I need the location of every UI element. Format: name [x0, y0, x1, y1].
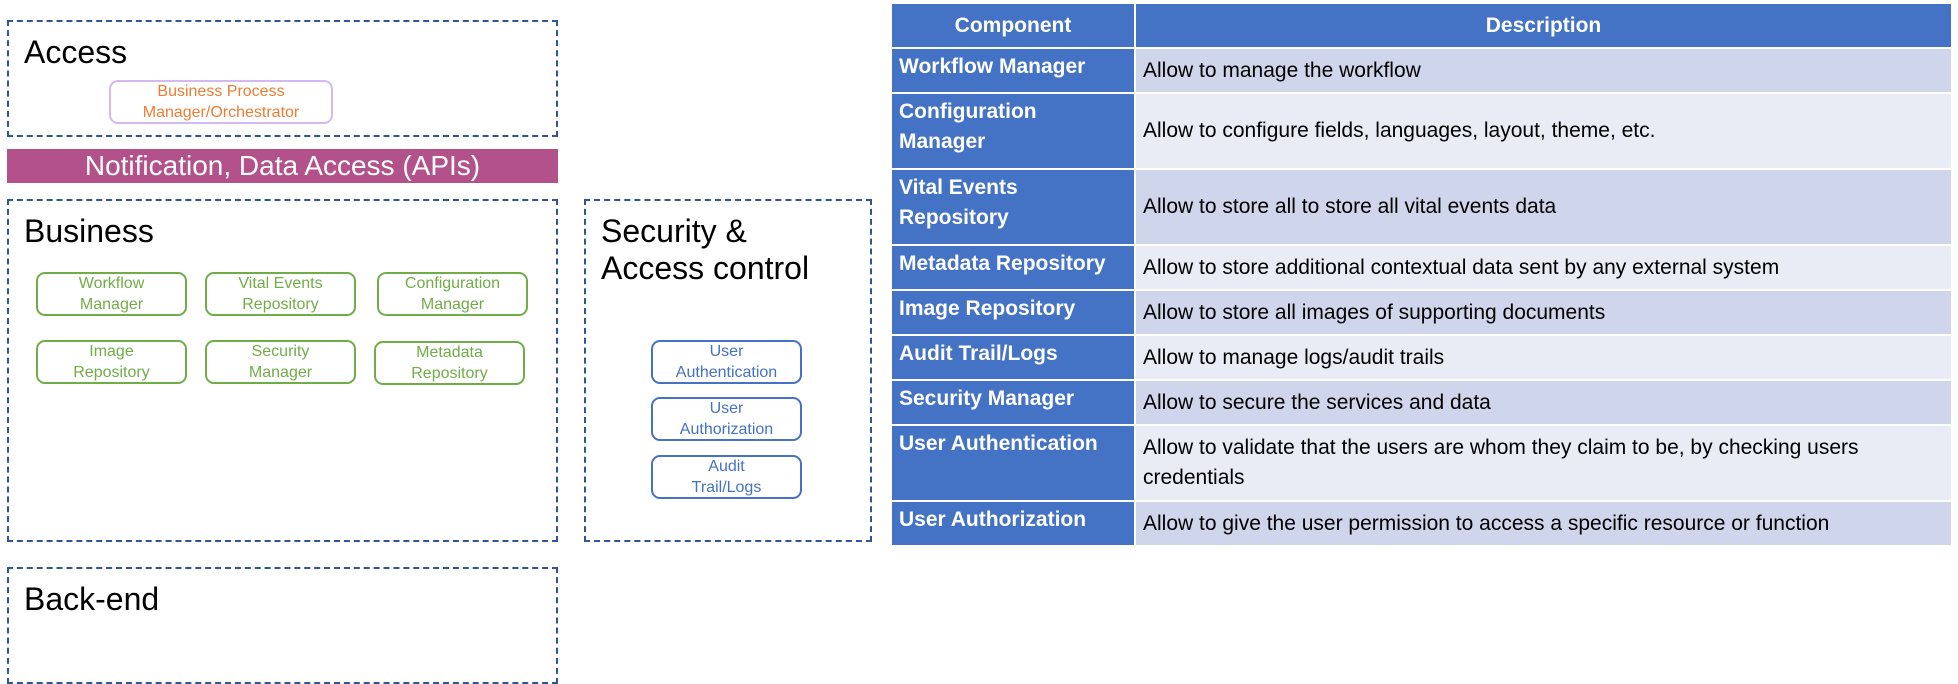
description-cell: Allow to secure the services and data: [1134, 379, 1953, 426]
description-cell: Allow to manage logs/audit trails: [1134, 334, 1953, 381]
component-line1: Workflow: [78, 275, 145, 292]
component-cell: Security Manager: [890, 379, 1136, 426]
description-cell: Allow to validate that the users are who…: [1134, 424, 1953, 502]
business-layer-title: Business: [24, 213, 154, 249]
table-row: Image Repository Allow to store all imag…: [890, 289, 1953, 336]
component-description-table: Component Description Workflow Manager A…: [890, 2, 1953, 547]
component-cell: Audit Trail/Logs: [890, 334, 1136, 381]
component-line2: Repository: [73, 364, 150, 381]
access-layer: Access Business Process Manager/Orchestr…: [7, 20, 558, 137]
component-line1: Metadata: [416, 344, 483, 361]
security-layer-title: Security & Access control: [601, 213, 809, 287]
component-line1: Vital Events: [238, 275, 323, 292]
table-row: User Authentication Allow to validate th…: [890, 424, 1953, 502]
component-line1: User: [709, 400, 744, 417]
component-line2: Repository: [411, 365, 488, 382]
component-line2: Manager: [248, 364, 313, 381]
component-line1: User: [709, 343, 744, 360]
component-cell: Metadata Repository: [890, 244, 1136, 291]
table-row: Vital Events Repository Allow to store a…: [890, 168, 1953, 246]
table-row: User Authorization Allow to give the use…: [890, 500, 1953, 547]
header-description: Description: [1134, 2, 1953, 49]
description-cell: Allow to store additional contextual dat…: [1134, 244, 1953, 291]
description-cell: Allow to store all images of supporting …: [1134, 289, 1953, 336]
backend-layer: Back-end: [7, 567, 558, 684]
business-process-manager-box: Business Process Manager/Orchestrator: [109, 80, 333, 124]
component-cell: Image Repository: [890, 289, 1136, 336]
component-cell: User Authentication: [890, 424, 1136, 502]
component-cell: Workflow Manager: [890, 47, 1136, 94]
description-cell: Allow to store all to store all vital ev…: [1134, 168, 1953, 246]
table-row: Security Manager Allow to secure the ser…: [890, 379, 1953, 426]
component-line2: Manager: [420, 296, 485, 313]
bpm-label-line2: Manager/Orchestrator: [142, 104, 300, 121]
component-line2: Authorization: [679, 421, 774, 438]
component-line2: Authentication: [675, 364, 778, 381]
backend-layer-title: Back-end: [24, 581, 160, 617]
component-cell: User Authorization: [890, 500, 1136, 547]
table-row: Metadata Repository Allow to store addit…: [890, 244, 1953, 291]
table-row: Workflow Manager Allow to manage the wor…: [890, 47, 1953, 94]
security-title-line2: Access control: [601, 249, 810, 286]
description-cell: Allow to configure fields, languages, la…: [1134, 92, 1953, 170]
access-layer-title: Access: [24, 34, 128, 70]
component-line1: Image: [89, 343, 134, 360]
component-cell: Vital Events Repository: [890, 168, 1136, 246]
component-line2: Trail/Logs: [691, 479, 762, 496]
component-line2: Repository: [242, 296, 319, 313]
api-bar: Notification, Data Access (APIs): [7, 149, 558, 183]
component-line1: Security: [251, 343, 310, 360]
component-cell: Configuration Manager: [890, 92, 1136, 170]
header-component: Component: [890, 2, 1136, 49]
bpm-label-line1: Business Process: [157, 83, 285, 100]
table-row: Configuration Manager Allow to configure…: [890, 92, 1953, 170]
description-cell: Allow to manage the workflow: [1134, 47, 1953, 94]
security-title-line1: Security &: [601, 213, 747, 249]
component-line1: Audit: [708, 458, 745, 475]
component-line2: Manager: [79, 296, 144, 313]
table-header-row: Component Description: [890, 2, 1953, 49]
component-line1: Configuration: [404, 275, 501, 292]
table-row: Audit Trail/Logs Allow to manage logs/au…: [890, 334, 1953, 381]
description-cell: Allow to give the user permission to acc…: [1134, 500, 1953, 547]
